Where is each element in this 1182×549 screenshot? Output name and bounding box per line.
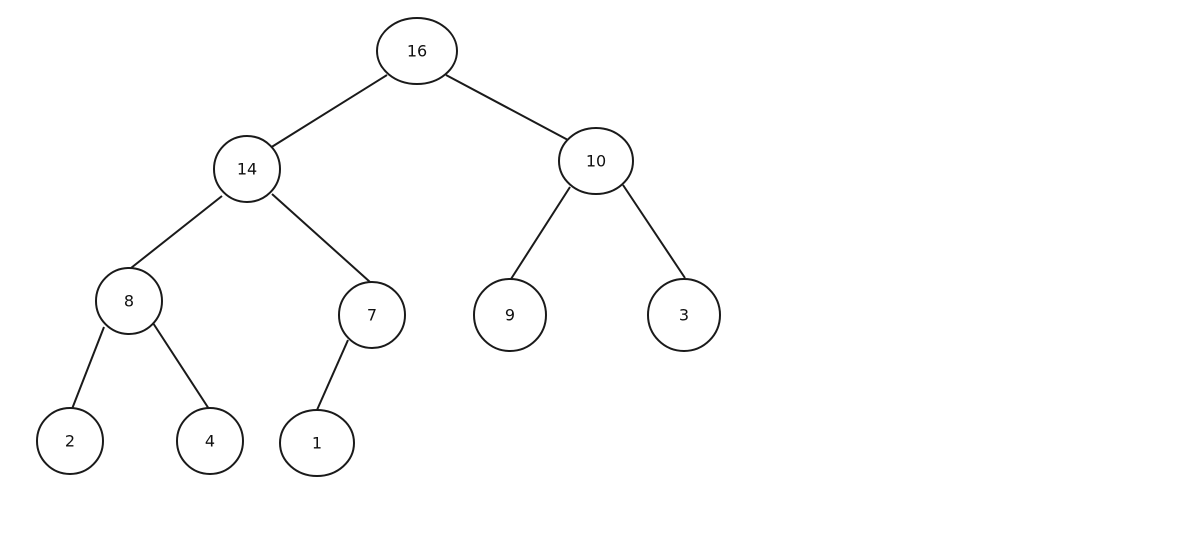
tree-edges	[71, 74, 686, 411]
node-label: 3	[679, 306, 689, 325]
edge-10-9	[510, 186, 571, 280]
node-label: 10	[586, 152, 606, 171]
edge-16-14	[269, 74, 388, 149]
edge-16-10	[445, 74, 569, 141]
edge-10-3	[622, 184, 686, 279]
edge-14-8	[130, 195, 223, 269]
tree-node: 16	[376, 17, 458, 85]
node-circle	[338, 281, 406, 349]
tree-node: 8	[95, 267, 163, 335]
tree-node: 14	[213, 135, 281, 203]
edge-14-7	[271, 193, 371, 283]
node-circle	[558, 127, 634, 195]
tree-node: 1	[279, 409, 355, 477]
edge-8-4	[152, 322, 210, 410]
node-label: 9	[505, 306, 515, 325]
node-circle	[95, 267, 163, 335]
tree-node: 4	[176, 407, 244, 475]
node-label: 16	[407, 42, 427, 61]
node-label: 14	[237, 160, 257, 179]
node-circle	[213, 135, 281, 203]
edge-8-2	[71, 326, 105, 410]
node-circle	[473, 278, 547, 352]
tree-node: 10	[558, 127, 634, 195]
edge-7-1	[316, 339, 349, 411]
node-circle	[176, 407, 244, 475]
tree-nodes: 16 14 10 8 7 9 3 2	[36, 17, 721, 477]
tree-node: 3	[647, 278, 721, 352]
node-label: 7	[367, 306, 377, 325]
node-label: 8	[124, 292, 134, 311]
node-label: 1	[312, 434, 322, 453]
node-circle	[647, 278, 721, 352]
node-circle	[36, 407, 104, 475]
tree-node: 9	[473, 278, 547, 352]
tree-node: 2	[36, 407, 104, 475]
tree-node: 7	[338, 281, 406, 349]
node-label: 2	[65, 432, 75, 451]
node-circle	[279, 409, 355, 477]
node-label: 4	[205, 432, 215, 451]
node-circle	[376, 17, 458, 85]
